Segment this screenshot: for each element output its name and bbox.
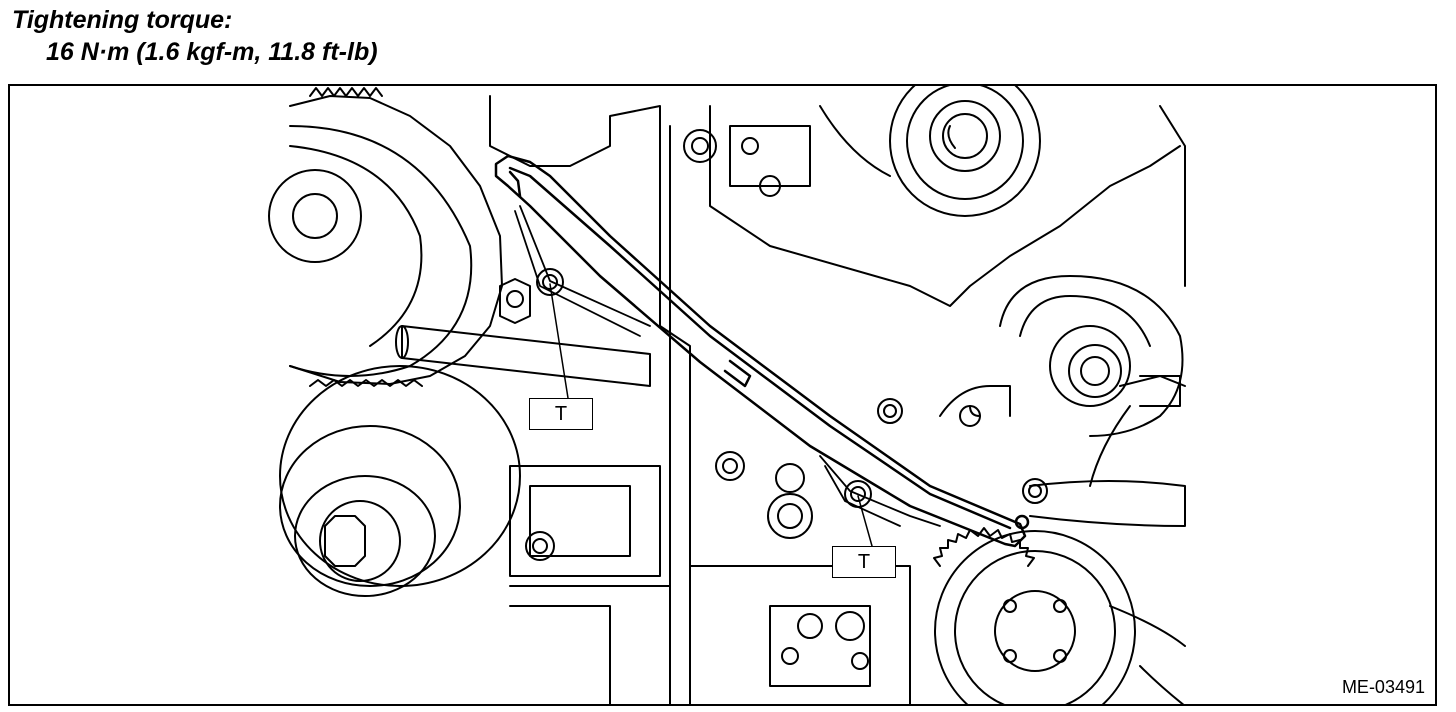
upper-right-pulley bbox=[819, 86, 1041, 217]
right-bolt bbox=[844, 480, 872, 508]
left-bolt bbox=[499, 268, 564, 324]
right-idler-pulley bbox=[999, 275, 1184, 437]
torque-callout-left: T bbox=[529, 398, 593, 430]
chain-tensioner-lever bbox=[494, 154, 1030, 548]
oil-pipe bbox=[395, 325, 651, 387]
callout-leaders bbox=[549, 283, 873, 547]
right-chain-guide bbox=[939, 375, 1186, 527]
diagram-frame: T T ME-03491 bbox=[8, 84, 1437, 706]
engine-line-drawing bbox=[268, 86, 1186, 704]
engine-case-outline bbox=[489, 95, 1186, 704]
lower-right-sprocket bbox=[933, 527, 1186, 704]
tensioner-arms bbox=[514, 205, 941, 527]
figure-reference: ME-03491 bbox=[1341, 677, 1425, 697]
torque-callout-right: T bbox=[832, 546, 896, 578]
torque-label: Tightening torque: bbox=[12, 6, 233, 34]
callout-label: T bbox=[554, 402, 568, 425]
upper-left-sprocket bbox=[268, 87, 503, 385]
callout-label: T bbox=[857, 550, 871, 573]
torque-value: 16 N·m (1.6 kgf-m, 11.8 ft-lb) bbox=[46, 38, 378, 66]
torque-spec: Tightening torque: 16 N·m (1.6 kgf-m, 11… bbox=[12, 4, 378, 68]
lower-left-sprocket bbox=[279, 365, 521, 597]
